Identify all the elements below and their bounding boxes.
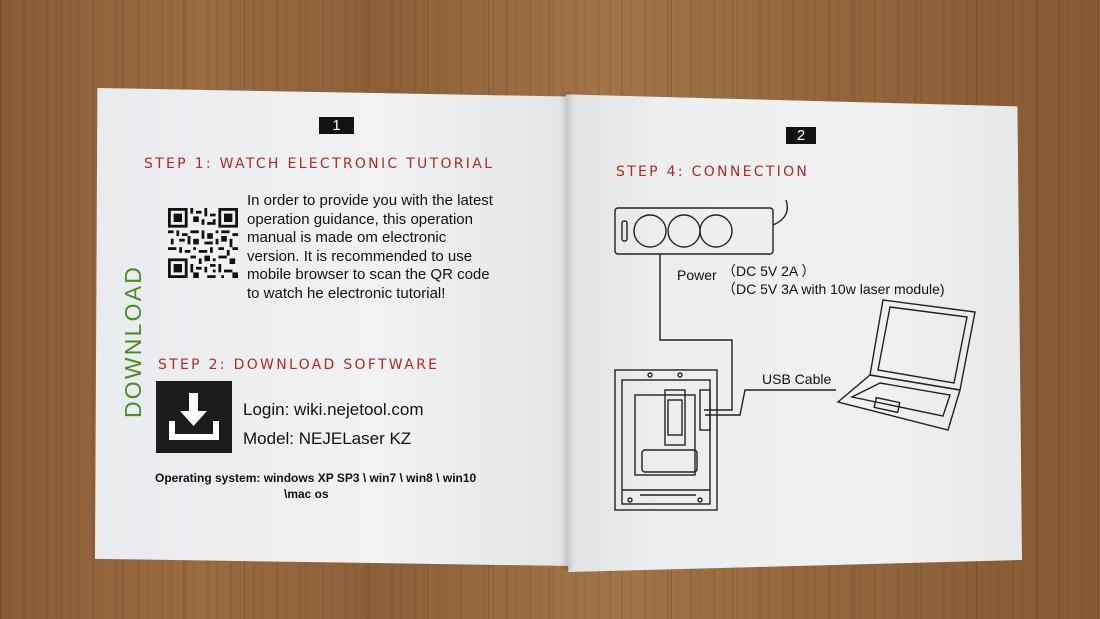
- step1-description: In order to provide you with the latest …: [247, 192, 493, 303]
- step1-line: mobile browser to scan the QR code: [247, 266, 490, 283]
- login-text: Login: wiki.nejetool.com: [243, 400, 424, 419]
- usb-cable-label: USB Cable: [762, 371, 832, 387]
- power-spec-line: （DC 5V 3A with 10w laser module): [722, 281, 945, 297]
- step1-line: operation guidance, this operation: [247, 210, 473, 228]
- os-line: \mac os: [284, 487, 329, 501]
- download-icon: [156, 381, 232, 453]
- step1-heading: STEP 1: WATCH ELECTRONIC TUTORIAL: [144, 156, 495, 172]
- step1-line: to watch he electronic tutorial!: [247, 284, 446, 302]
- connection-diagram: [614, 199, 976, 511]
- step1-line: version. It is recommended to use: [247, 247, 473, 265]
- power-spec-line: （DC 5V 2A ）: [722, 263, 816, 279]
- step4-heading: STEP 4: CONNECTION: [616, 164, 810, 180]
- qr-code-icon: [168, 208, 238, 278]
- power-strip-icon: [614, 199, 789, 255]
- laser-engraver-icon: [614, 369, 718, 511]
- laptop-icon: [836, 299, 976, 431]
- step2-heading: STEP 2: DOWNLOAD SOFTWARE: [158, 357, 440, 373]
- page-number-1: 1: [319, 117, 354, 134]
- power-label: Power: [677, 267, 717, 283]
- page-fold: [560, 92, 574, 570]
- manual-right-page: [566, 94, 1022, 572]
- operating-system-text: Operating system: windows XP SP3 \ win7 …: [155, 470, 555, 502]
- download-side-label: DOWNLOAD: [120, 264, 146, 418]
- step1-line: In order to provide you with the latest: [247, 192, 493, 209]
- step1-line: manual is made om electronic: [247, 229, 447, 246]
- os-line: Operating system: windows XP SP3 \ win7 …: [155, 471, 477, 485]
- page-number-2: 2: [786, 127, 816, 144]
- model-text: Model: NEJELaser KZ: [243, 429, 412, 448]
- manual-left-page: [95, 88, 573, 566]
